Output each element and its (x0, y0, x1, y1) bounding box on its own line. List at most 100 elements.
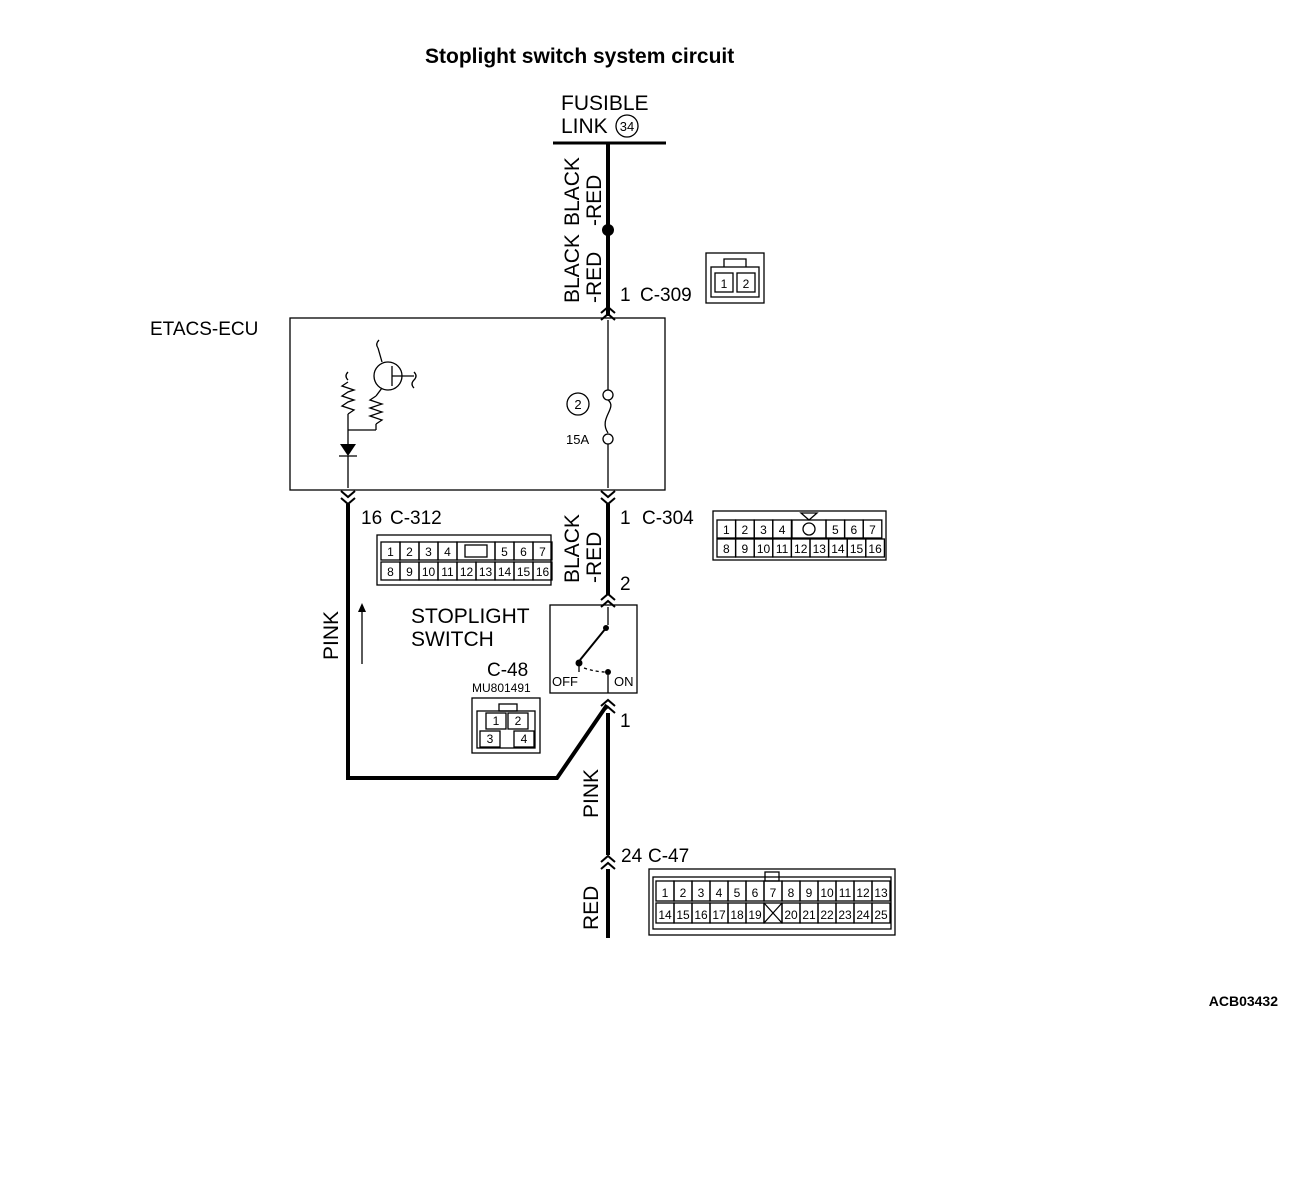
c309-pin-1: 1 (721, 277, 728, 291)
c47-pin-18: 18 (730, 908, 744, 922)
c312-pin-7: 7 (539, 545, 546, 559)
c47-pin-25-cell (871, 902, 891, 924)
c47-pin-17: 17 (712, 908, 726, 922)
switch-on-label: ON (614, 674, 634, 689)
c312-name: C-312 (390, 508, 442, 529)
c48-pin-3: 3 (487, 732, 494, 746)
c312-pin-13: 13 (479, 565, 493, 579)
c47-pin-6: 6 (752, 886, 759, 900)
c304-pin-16: 16 (868, 542, 882, 556)
c304-pin-1: 1 (723, 523, 730, 537)
wire-color-upper-right-line1: BLACK (561, 157, 584, 226)
c47-pin-8: 8 (788, 886, 795, 900)
c312-pin-16-cell (532, 561, 553, 581)
c304-pin-12: 12 (794, 542, 808, 556)
wire-color-mid-line1: BLACK (561, 514, 584, 583)
ecu-transistor-circuit (339, 339, 417, 488)
c47-pin-10: 10 (820, 886, 834, 900)
c312-pin-15: 15 (517, 565, 531, 579)
c309-name: C-309 (640, 285, 692, 306)
c47-pin-5: 5 (734, 886, 741, 900)
c47-pin-1: 1 (662, 886, 669, 900)
c304-pin-7-cell (862, 519, 883, 539)
figure-code: ACB03432 (1209, 993, 1278, 1009)
c304-chevron (600, 490, 616, 506)
c312-pin-10: 10 (422, 565, 436, 579)
connector-c48: C-48 MU801491 1 2 3 4 (471, 660, 541, 754)
c47-pin-25: 25 (874, 908, 888, 922)
switch-off-label: OFF (552, 674, 578, 689)
c312-pin-7-cell (532, 541, 553, 561)
wire-color-mid-line2: -RED (583, 532, 606, 583)
c47-pin-23: 23 (838, 908, 852, 922)
c312-pin-9: 9 (406, 565, 413, 579)
c48-pin-1: 1 (493, 714, 500, 728)
c47-pin-14: 14 (658, 908, 672, 922)
c309-pin-2: 2 (743, 277, 750, 291)
wire-color-upper-left-line1: BLACK (561, 234, 584, 303)
c312-chevron (340, 490, 356, 506)
c312-pin-2: 2 (406, 545, 413, 559)
c47-pin-3: 3 (698, 886, 705, 900)
c304-pin-16-cell (865, 538, 886, 558)
wire-color-mid: BLACK -RED (561, 514, 606, 583)
switch-box (549, 604, 638, 694)
ecu-box (289, 317, 666, 491)
wire-color-upper-left-line2: -RED (583, 252, 606, 303)
c312-pin-label: 16 (361, 508, 382, 529)
wire-color-pink-left: PINK (320, 611, 343, 660)
c47-pin-11: 11 (839, 886, 852, 900)
c47-pin-15: 15 (676, 908, 690, 922)
c47-pin-19: 19 (748, 908, 762, 922)
c304-pin-label: 1 (620, 508, 631, 529)
wire-color-red: RED (580, 886, 603, 930)
c48-pin-4: 4 (521, 732, 528, 746)
c304-pin-4: 4 (779, 523, 786, 537)
c312-pin-6: 6 (520, 545, 527, 559)
c47-chevron (600, 854, 616, 870)
fusible-link: FUSIBLE LINK 34 (553, 92, 666, 145)
c48-name: C-48 (487, 660, 528, 681)
c304-pin-15: 15 (850, 542, 864, 556)
c312-pin-12: 12 (460, 565, 474, 579)
c304-name: C-304 (642, 508, 694, 529)
c47-pin-13-cell (871, 880, 891, 902)
ecu-diode-icon (340, 444, 356, 456)
c47-pin-9: 9 (806, 886, 813, 900)
c47-pin-20: 20 (784, 908, 798, 922)
fuse-number-circle (566, 392, 590, 416)
fusible-link-number: 34 (620, 119, 634, 134)
c309-pin-label: 1 (620, 285, 631, 306)
c312-pin-8: 8 (387, 565, 394, 579)
c48-part-number: MU801491 (472, 681, 531, 695)
wire-color-upper-left: BLACK -RED (561, 234, 606, 303)
c304-pin-11: 11 (776, 542, 789, 556)
splice-dot (602, 224, 614, 236)
fusible-link-label-line2: LINK (561, 115, 608, 138)
c47-pin-12: 12 (856, 886, 870, 900)
c47-pin-21: 21 (802, 908, 816, 922)
c312-pin-11: 11 (441, 565, 454, 579)
c47-pin-4: 4 (716, 886, 723, 900)
c48-pin-2: 2 (515, 714, 522, 728)
fusible-link-label-line1: FUSIBLE (561, 92, 649, 115)
c47-pin-22: 22 (820, 908, 834, 922)
c47-pin-13: 13 (874, 886, 888, 900)
connector-c309: 1 C-309 1 2 (620, 252, 765, 306)
c304-pin-6: 6 (851, 523, 858, 537)
c312-pin-3: 3 (425, 545, 432, 559)
c47-pin-16: 16 (694, 908, 708, 922)
switch-label-line2: SWITCH (411, 628, 494, 651)
c47-pin-label: 24 (621, 846, 643, 867)
ecu-label: ETACS-ECU (150, 319, 258, 340)
stoplight-switch: STOPLIGHT SWITCH OFF ON (411, 604, 638, 694)
c47-pin-2: 2 (680, 886, 687, 900)
switch-pin-bottom: 1 (620, 711, 631, 732)
wire-color-upper-right: BLACK -RED (561, 157, 606, 226)
c47-pin-24: 24 (856, 908, 870, 922)
current-direction-arrow-icon (358, 603, 366, 664)
